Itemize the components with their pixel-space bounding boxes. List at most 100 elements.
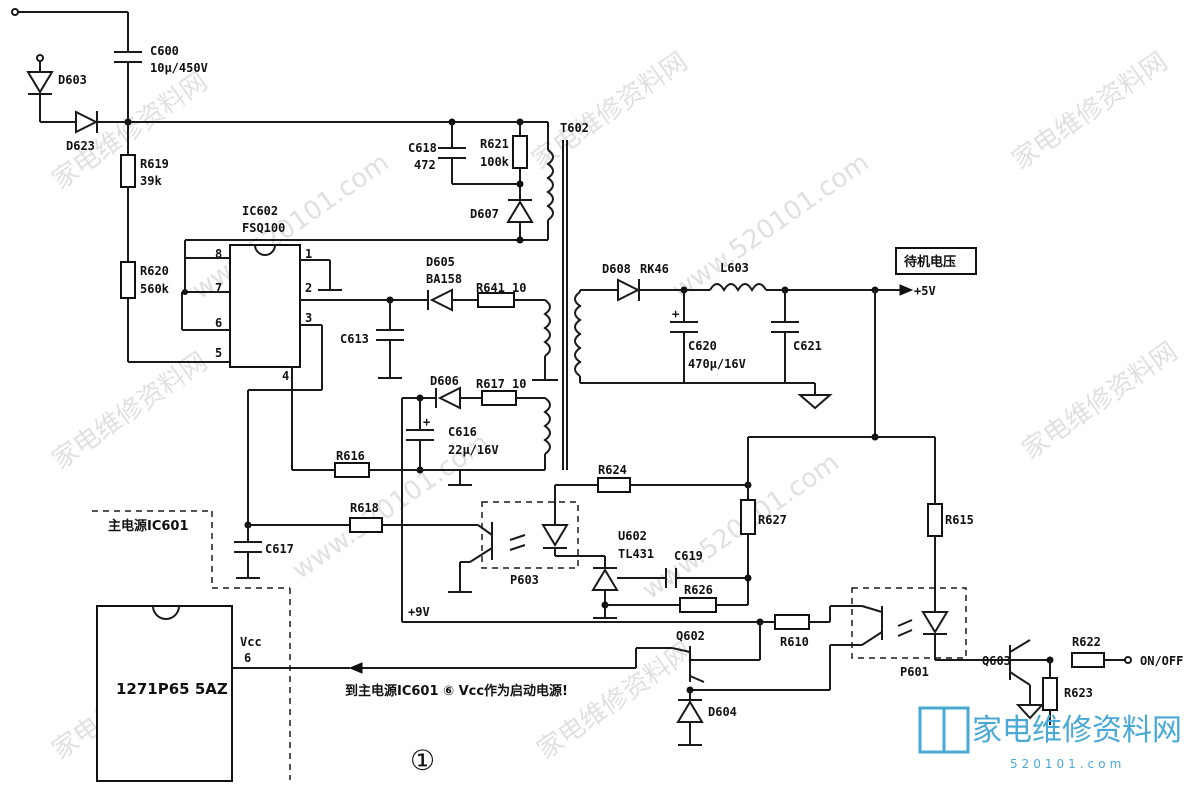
r619-label: R619 [140,157,169,171]
ic602-pin-5: 5 [215,346,222,360]
ic-notch-icon [152,605,180,620]
watermark: 家电维修资料网 [532,637,698,766]
r620-label: R620 [140,264,169,278]
r618-label: R618 [350,501,379,515]
d604-label: D604 [708,705,737,719]
resistor-r618-icon [349,517,383,533]
c617-label: C617 [265,542,294,556]
d605-label: D605 [426,255,455,269]
resistor-r623-icon [1042,677,1058,711]
winding-icon [543,397,551,455]
c600-value: 10μ/450V [150,61,208,75]
u602-value: TL431 [618,547,654,561]
winding-icon [543,299,551,357]
resistor-r617-icon [481,390,517,406]
d608-value: RK46 [640,262,669,276]
p601-label: P601 [900,665,929,679]
r622-label: R622 [1072,635,1101,649]
watermark: 家电维修资料网 [527,47,693,176]
ic602-pin-4: 4 [282,369,289,383]
ic602-pin-2: 2 [305,281,312,295]
plus-sign: + [672,307,679,321]
terminal-icon [36,54,44,62]
optocoupler-p601 [851,587,967,659]
nine-volt-label: +9V [408,605,430,619]
ic602-pin-8: 8 [215,247,222,261]
r619-value: 39k [140,174,162,188]
resistor-r615-icon [927,503,943,537]
d603-label: D603 [58,73,87,87]
q603-label: Q603 [982,654,1011,668]
r641-value: 10 [512,281,526,295]
output-voltage-label: +5V [914,284,936,298]
arrow-icon [348,662,363,674]
terminal-icon [1124,656,1132,664]
resistor-r622-icon [1071,652,1105,668]
r624-label: R624 [598,463,627,477]
site-logo: 家电维修资料网 520101.com [918,706,1182,771]
d607-label: D607 [470,207,499,221]
r610-label: R610 [780,635,809,649]
c619-label: C619 [674,549,703,563]
resistor-r621-icon [512,135,528,169]
logo-url: 520101.com [1010,757,1125,771]
d605-value: BA158 [426,272,462,286]
watermark: 家电维修资料网 [1007,47,1173,176]
resistor-r620-icon [120,261,136,299]
resistor-r619-icon [120,154,136,188]
ic602-part: FSQ100 [242,221,285,235]
resistor-r627-icon [740,499,756,535]
ic602-ref: IC602 [242,204,278,218]
diode-d603-icon [26,71,54,94]
r617-label: R617 [476,377,505,391]
d606-label: D606 [430,374,459,388]
c613-label: C613 [340,332,369,346]
watermark: www.520101.com [667,148,875,306]
ic602-body [229,244,301,368]
note-text: 到主电源IC601 ⑥ Vcc作为启动电源! [345,683,568,699]
terminal-icon [11,8,19,16]
q602-label: Q602 [676,629,705,643]
c621-label: C621 [793,339,822,353]
ic602-pin-7: 7 [215,281,222,295]
c616-value: 22μ/16V [448,443,499,457]
u602-label: U602 [618,529,647,543]
diode-d623-icon [75,110,99,134]
r620-value: 560k [140,282,170,296]
ground-icon [1015,704,1045,720]
r641-label: R641 [476,281,505,295]
r621-value: 100k [480,155,510,169]
ic602-pin-3: 3 [305,311,312,325]
r623-label: R623 [1064,686,1093,700]
ic602-pin-6: 6 [215,316,222,330]
plus-sign: + [423,415,430,429]
main-ic-part: 1271P65 5AZ [116,680,228,698]
c618-value: 472 [414,158,436,172]
r617-value: 10 [512,377,526,391]
d623-label: D623 [66,139,95,153]
main-ic-pin-number: 6 [244,651,251,665]
r626-label: R626 [684,583,713,597]
watermark: 家电维修资料网 [1017,337,1183,466]
main-ic-body [96,605,233,782]
inductor-icon [709,283,767,292]
ground-icon [797,394,833,410]
ic-notch-icon [254,244,276,256]
standby-voltage-tag [895,247,977,275]
ic602-pin-1: 1 [305,247,312,261]
main-ic-group-label: 主电源IC601 [108,518,189,534]
winding-icon [546,149,554,221]
r615-label: R615 [945,513,974,527]
zener-d604-icon [676,700,704,723]
c620-value: 470μ/16V [688,357,746,371]
diode-d605-icon [429,288,453,312]
standby-voltage-label: 待机电压 [903,254,956,270]
p603-label: P603 [510,573,539,587]
arrow-icon [899,284,914,296]
diode-d607-icon [506,200,534,223]
watermark: 家电维修资料网 [47,347,213,476]
r621-label: R621 [480,137,509,151]
optocoupler-p603 [481,501,579,569]
resistor-r626-icon [679,597,717,613]
